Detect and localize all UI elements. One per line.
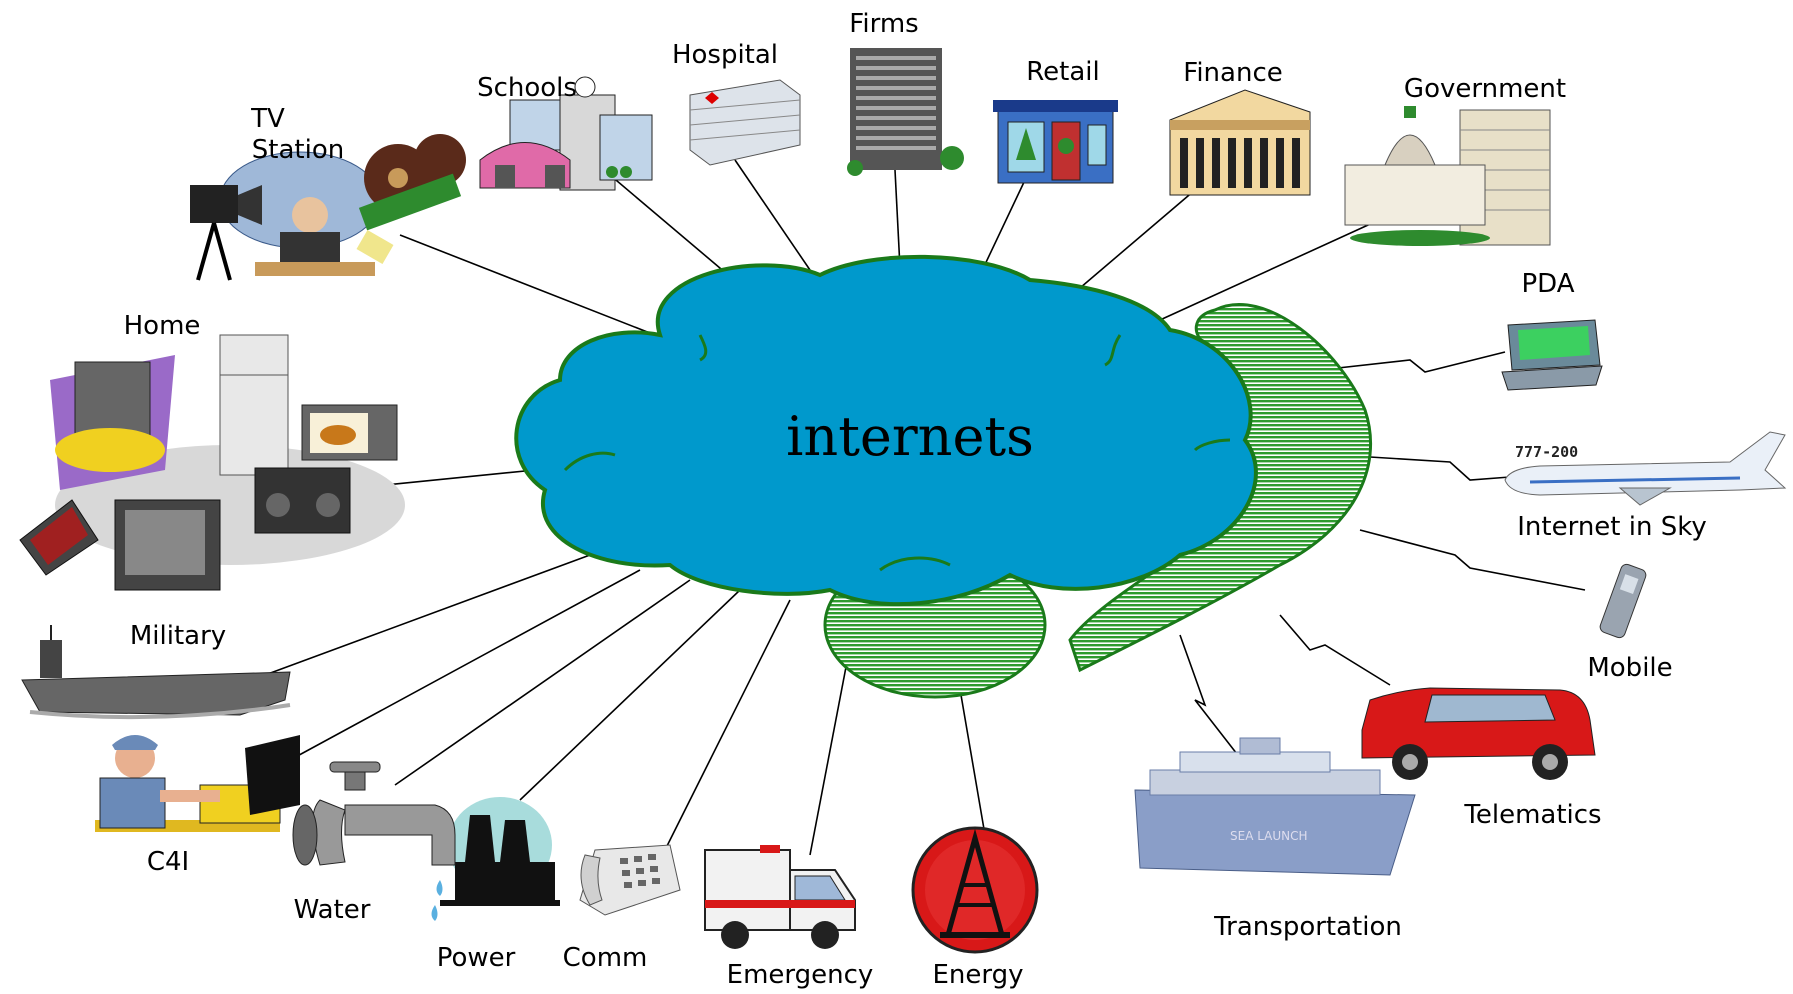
svg-text:TV: TV [250,104,285,134]
label-energy: Energy [932,960,1023,990]
aircraft-carrier-icon[interactable] [21,625,291,720]
label-telematics: Telematics [1463,800,1601,830]
label-emergency: Emergency [727,960,874,990]
internet-cloud: internets [514,254,1258,607]
link-hospital [734,159,811,271]
link-internet-in-sky [1369,456,1511,481]
tv-studio-icon[interactable] [190,134,466,281]
center-label: internets [786,405,1034,468]
capitol-building-icon[interactable] [1344,106,1551,246]
label-finance: Finance [1183,58,1282,88]
label-c4i: C4I [147,847,189,877]
link-transportation [1179,634,1266,791]
connection-lines [264,159,1586,856]
label-retail: Retail [1026,57,1099,87]
link-schools [609,174,741,286]
ship-icon[interactable]: SEA LAUNCH [1134,737,1416,876]
link-retail [979,179,1026,276]
faucet-icon[interactable] [292,761,456,921]
operator-console-icon[interactable] [95,735,300,832]
label-comm: Comm [563,943,648,973]
ambulance-icon[interactable] [704,845,856,949]
label-pda: PDA [1521,269,1574,299]
label-mobile: Mobile [1587,653,1672,683]
cell-phone-icon[interactable] [1598,563,1647,640]
svg-text:Station: Station [252,135,344,165]
bank-building-icon[interactable] [1169,89,1311,196]
link-military [264,554,591,676]
office-tower-icon[interactable] [847,48,964,176]
link-pda [1319,351,1506,373]
label-schools: Schools [477,73,577,103]
pda-device-icon[interactable] [1501,319,1603,391]
link-mobile [1359,529,1586,591]
link-telematics [1279,614,1391,686]
minivan-icon[interactable] [1361,687,1596,780]
storefront-icon[interactable] [993,100,1118,184]
label-military: Military [130,621,226,651]
oil-derrick-icon[interactable] [911,826,1039,954]
hospital-icon[interactable] [689,79,801,166]
label-government: Government [1404,74,1566,104]
label-transportation: Transportation [1213,912,1402,942]
label-water: Water [294,895,371,925]
link-firms [894,169,901,269]
school-buildings-icon[interactable] [479,76,653,191]
airplane-icon[interactable]: 777-200 [1504,431,1787,506]
label-firms: Firms [849,9,918,39]
link-tv-station [399,234,656,336]
svg-text:SEA LAUNCH: SEA LAUNCH [1230,829,1308,843]
label-home: Home [124,311,201,341]
link-water [394,579,691,786]
label-power: Power [437,943,516,973]
power-plant-icon[interactable] [440,797,560,906]
label-internet-in-sky: Internet in Sky [1517,512,1707,542]
telephone-icon[interactable] [579,844,681,916]
link-c4i [289,569,641,761]
label-hospital: Hospital [672,40,778,70]
link-comm [664,599,791,851]
label-tv-station: TV Station [250,104,344,165]
home-appliances-icon[interactable] [19,334,405,591]
link-power [519,589,741,801]
link-government [1159,214,1391,321]
airplane-text: 777-200 [1515,443,1578,461]
